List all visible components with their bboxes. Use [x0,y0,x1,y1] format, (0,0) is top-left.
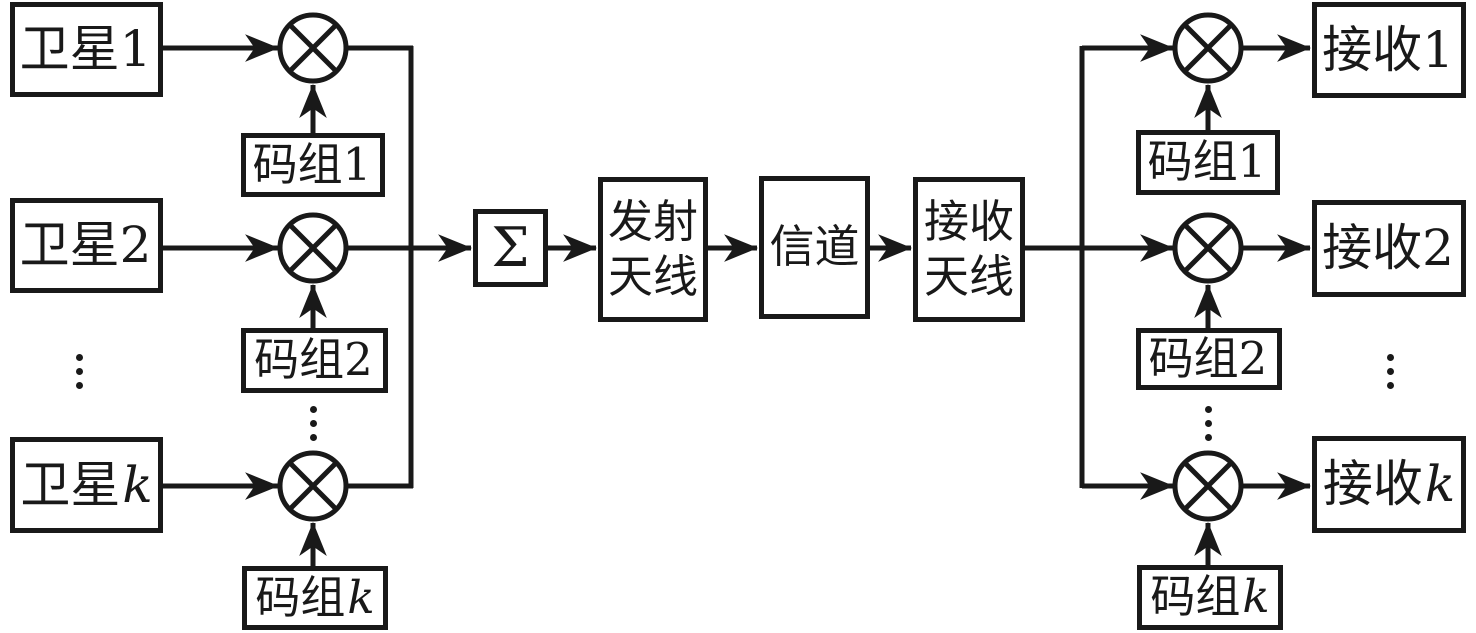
tx-multiplier-2-icon [277,212,349,284]
rx-code-group-1-label: 码组1 [1147,135,1267,189]
rx-multiplier-k-icon [1172,450,1244,522]
tx-multiplier-1-icon [277,12,349,84]
ellipsis-dot [1387,368,1394,375]
rx-code-group-2-box: 码组2 [1136,328,1282,390]
transmit-antenna-box: 发射 天线 [598,177,708,322]
satellites-ellipsis [76,354,83,389]
receiver-1-label: 接收1 [1322,20,1454,79]
receiver-k-label: 接收 [1322,455,1423,513]
receiver-2-label: 接收2 [1322,219,1454,277]
receiver-2-box: 接收2 [1312,200,1466,297]
ellipsis-dot [1387,354,1394,361]
channel-label: 信道 [769,220,860,274]
receive-antenna-box: 接收 天线 [913,177,1025,322]
ellipsis-dot [1205,406,1212,413]
ellipsis-dot [310,420,317,427]
receiver-1-box: 接收1 [1312,2,1466,98]
ellipsis-dot [1205,420,1212,427]
ellipsis-dot [76,354,83,361]
rx-code-group-2-label: 码组2 [1148,331,1268,385]
tx-code-group-k-label: 码组 [255,570,346,624]
ellipsis-dot [1205,434,1212,441]
rx-code-group-k-label: 码组 [1150,570,1241,624]
ellipsis-dot [76,382,83,389]
tx-multiplier-k-icon [277,450,349,522]
ellipsis-dot [1387,382,1394,389]
ellipsis-dot [76,368,83,375]
rx-multiplier-2-icon [1172,212,1244,284]
satellite-k-label: 卫星 [20,455,121,514]
sum-label: Σ [491,216,530,280]
tx-code-group-2-box: 码组2 [241,328,388,393]
satellite-1-label: 卫星1 [19,20,152,78]
rx-code-group-1-box: 码组1 [1136,130,1280,195]
sum-box: Σ [473,209,548,287]
ellipsis-dot [310,406,317,413]
rx-multiplier-1-icon [1172,12,1244,84]
tx-code-group-1-label: 码组1 [252,137,372,191]
receive-antenna-label: 接收 天线 [923,194,1014,303]
transmit-antenna-label: 发射 天线 [607,194,698,303]
ellipsis-dot [310,434,317,441]
tx-code-group-1-box: 码组1 [241,133,385,197]
satellite-1-box: 卫星1 [10,2,163,97]
receivers-ellipsis [1387,354,1394,389]
tx-code-group-2-label: 码组2 [254,333,373,387]
channel-box: 信道 [759,176,870,319]
satellite-2-label: 卫星2 [19,216,152,274]
satellite-2-box: 卫星2 [10,198,163,293]
tx-codes-ellipsis [310,406,317,441]
rx-codes-ellipsis [1205,406,1212,441]
